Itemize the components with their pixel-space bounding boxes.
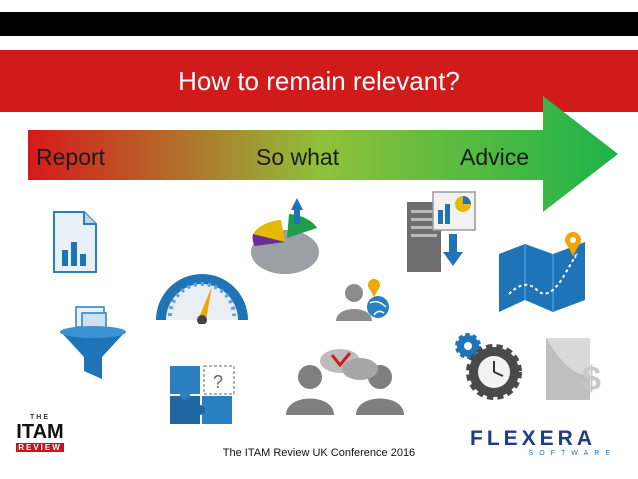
flexera-logo: FLEXERA SOFTWARE [470, 427, 616, 458]
arrow-label-so-what: So what [256, 144, 340, 170]
puzzle-icon: ? [170, 365, 235, 424]
arrow-label-advice: Advice [460, 144, 530, 170]
title-banner [0, 50, 638, 112]
footer-text: The ITAM Review UK Conference 2016 [222, 447, 416, 459]
user-globe-location-icon [336, 279, 389, 321]
slide-title: How to remain relevant? [178, 66, 460, 96]
people-discussion-icon [286, 349, 404, 415]
gauge-icon [156, 274, 248, 324]
itam-logo-main: ITAM [16, 421, 64, 443]
gradient-arrow [28, 96, 618, 212]
funnel-icon [60, 306, 126, 379]
gears-clock-icon [455, 333, 522, 400]
top-black-bar [0, 12, 638, 36]
svg-text:?: ? [213, 372, 223, 392]
server-report-icon [407, 191, 476, 272]
pie-chart-icon [251, 198, 319, 274]
dollar-icon: $ [546, 338, 601, 400]
flexera-logo-main: FLEXERA [470, 427, 597, 450]
report-document-icon [53, 211, 97, 273]
itam-review-logo: THE ITAM REVIEW [16, 414, 64, 464]
flexera-logo-sub: SOFTWARE [528, 450, 616, 457]
itam-logo-review: REVIEW [16, 443, 64, 452]
arrow-label-report: Report [36, 144, 106, 170]
itam-logo-the: THE [30, 414, 50, 421]
svg-text:$: $ [582, 360, 601, 398]
route-map-icon [499, 232, 585, 312]
